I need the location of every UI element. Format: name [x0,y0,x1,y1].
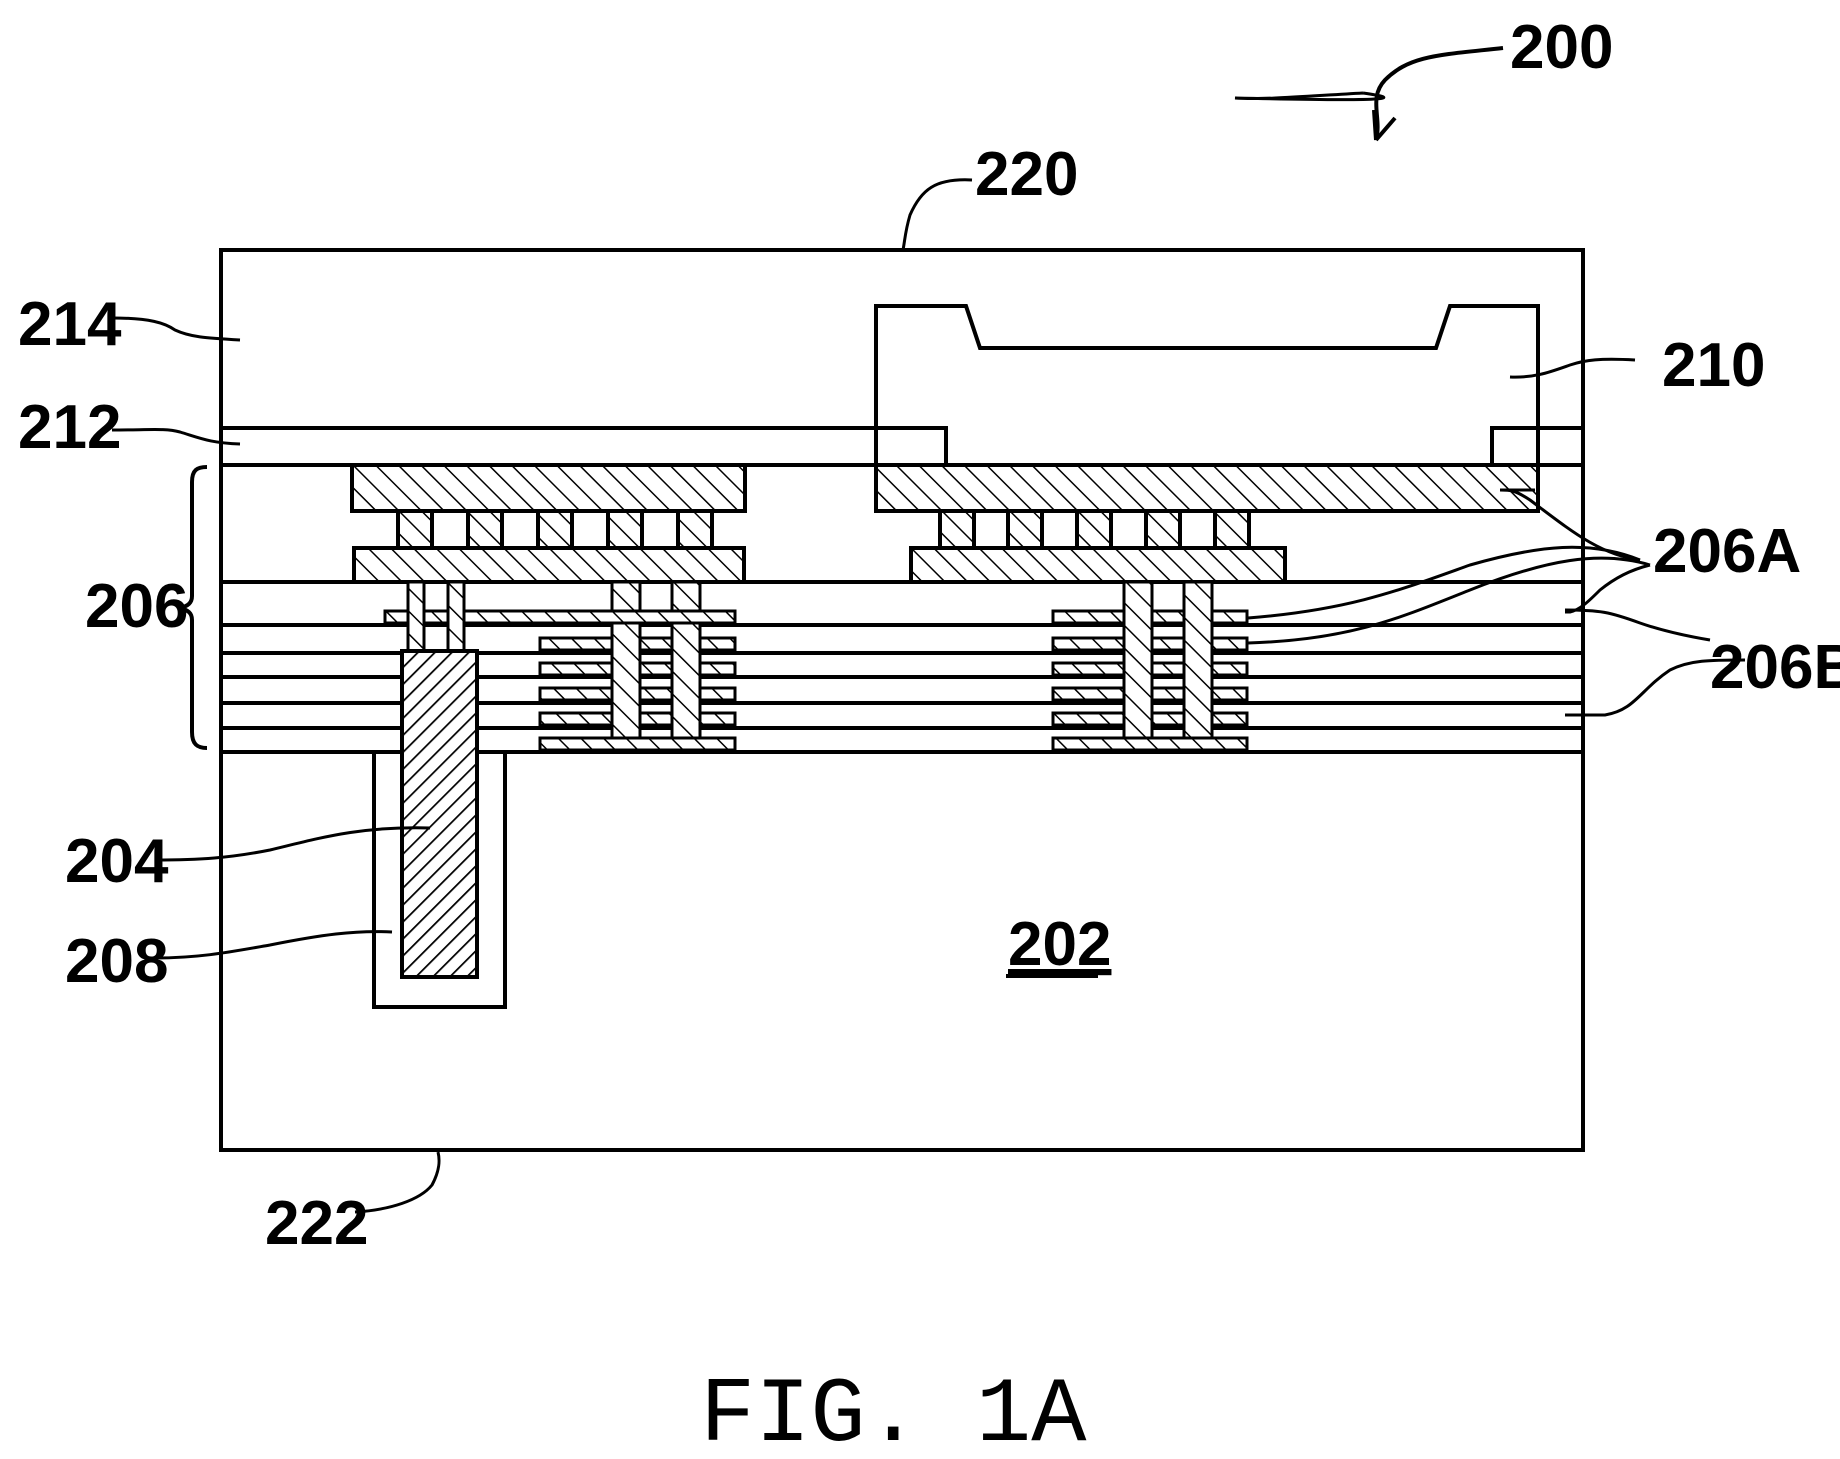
metal-206A-left-top [352,465,745,511]
label-220: 220 [975,140,1078,209]
metal-206A-left-bottom [354,548,744,582]
label-222: 222 [265,1189,368,1258]
layer-212 [221,428,1583,465]
pad-210 [876,306,1538,465]
label-206: 206 [85,572,188,641]
label-208: 208 [65,927,168,996]
label-204: 204 [65,827,169,896]
label-212: 212 [18,393,121,462]
leader-lines [112,48,1745,1212]
vias-left-upper [398,511,712,548]
label-206B: 206B [1710,633,1840,702]
label-206A: 206A [1653,517,1801,586]
figure-caption: FIG. 1A [700,1363,1087,1459]
label-214: 214 [18,290,122,359]
metal-206A-right-top [876,465,1538,511]
vias-right-upper [940,511,1249,548]
metal-206A-right-bottom [911,548,1285,582]
label-202: 202 [1008,910,1111,979]
label-210: 210 [1662,331,1765,400]
thin-metal-right [1053,582,1247,750]
label-200: 200 [1510,13,1613,82]
tsv-204 [402,651,477,977]
